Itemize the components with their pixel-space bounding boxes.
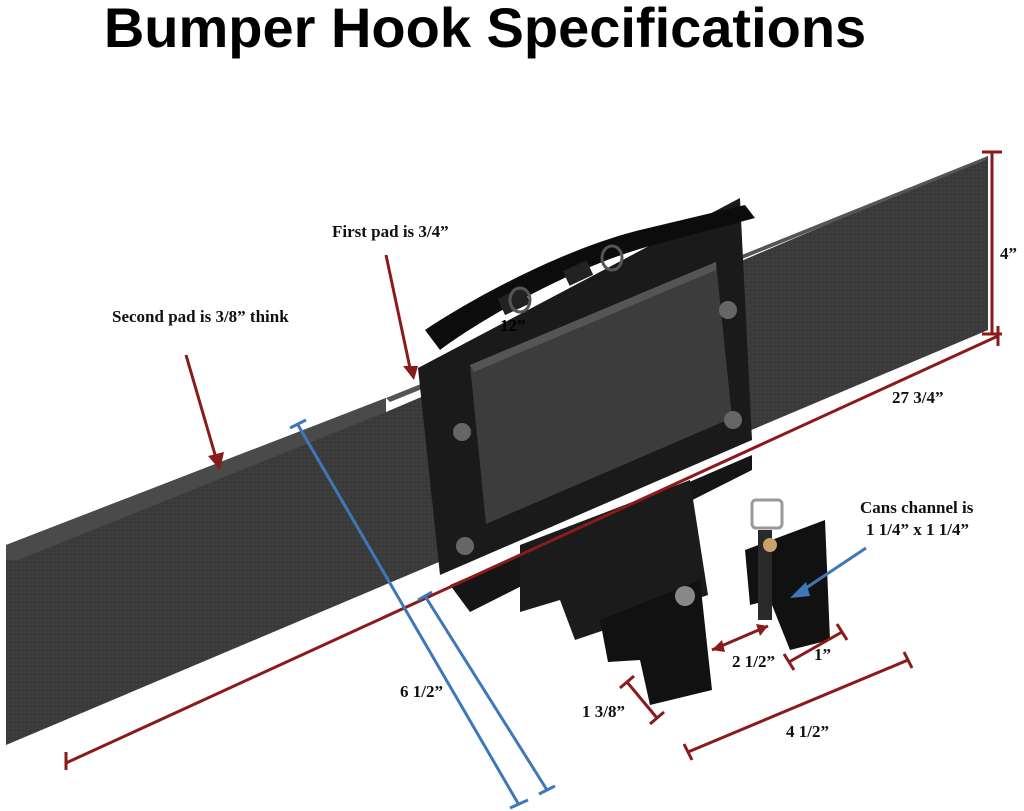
arrow-first-pad <box>384 254 418 380</box>
dimension-depth <box>619 674 665 726</box>
dimension-gap <box>711 624 769 652</box>
label-height: 4” <box>1000 244 1017 263</box>
label-cans-line2: 1 1/4” x 1 1/4” <box>866 520 969 539</box>
hitch-bracket <box>450 455 830 705</box>
dimension-length <box>64 326 1000 770</box>
label-gap: 2 1/2” <box>732 652 775 671</box>
strap <box>425 205 755 350</box>
label-second-pad: Second pad is 3/8” think <box>112 307 289 326</box>
arrow-cans-channel <box>790 546 867 598</box>
label-tab: 1” <box>814 645 831 664</box>
label-cans-line1: Cans channel is <box>860 498 974 517</box>
dimension-tab <box>782 623 849 671</box>
dimension-height <box>982 150 1002 336</box>
dimension-width <box>289 418 556 810</box>
label-length: 27 3/4” <box>892 388 944 407</box>
label-inner-pad: 12” <box>500 316 526 335</box>
mounting-plate <box>418 198 752 575</box>
label-depth: 1 3/8” <box>582 702 625 721</box>
page-title: Bumper Hook Specifications <box>103 0 867 59</box>
label-width: 6 1/2” <box>400 682 443 701</box>
label-base: 4 1/2” <box>786 722 829 741</box>
label-first-pad: First pad is 3/4” <box>332 222 449 241</box>
dimension-base <box>682 651 914 761</box>
arrow-second-pad <box>184 354 224 470</box>
